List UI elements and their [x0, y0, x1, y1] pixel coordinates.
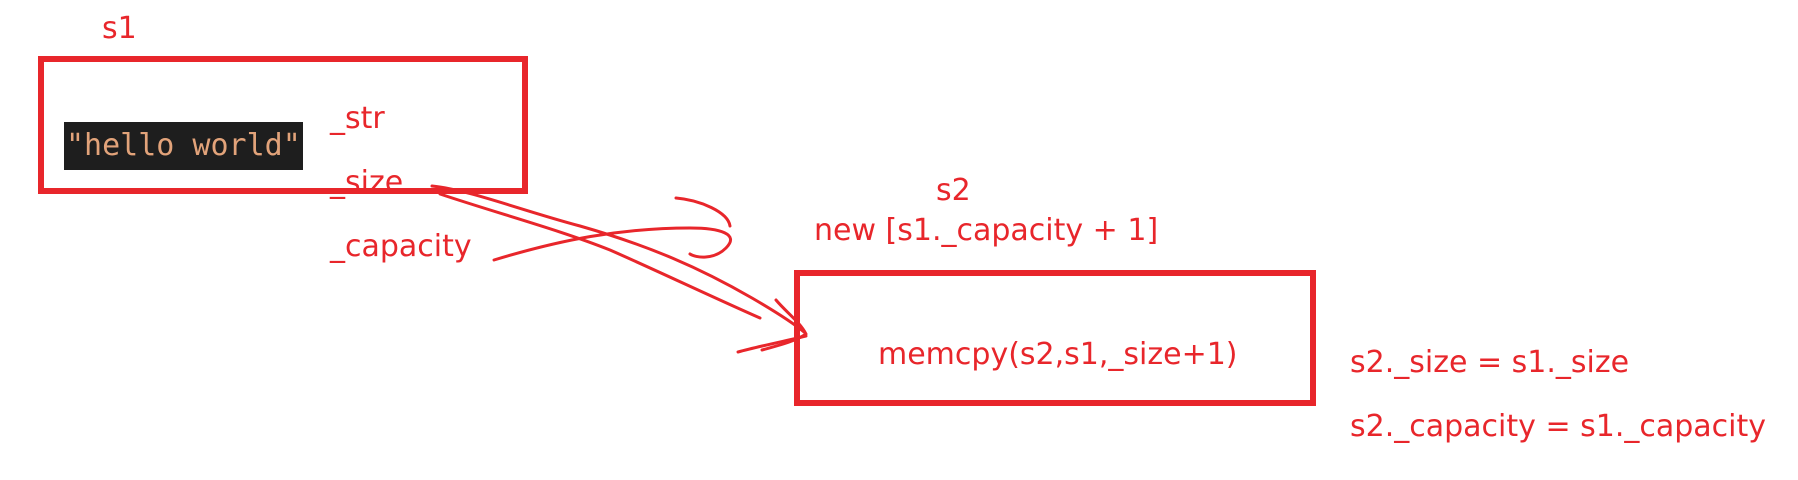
- s2-allocation-text: new [s1._capacity + 1]: [814, 213, 1159, 248]
- size-to-s2-arrow: [430, 184, 806, 334]
- s1-box: [38, 56, 528, 194]
- size-to-s2-arrow-stroke2: [438, 192, 762, 320]
- lower-arrow: [736, 334, 808, 354]
- assignment-size: s2._size = s1._size: [1350, 345, 1630, 380]
- capacity-to-s2-arrow: [492, 226, 732, 262]
- s2-label: s2: [936, 173, 971, 208]
- member-size: _size: [330, 165, 404, 200]
- assignment-capacity: s2._capacity = s1._capacity: [1350, 409, 1767, 444]
- s1-label: s1: [102, 11, 137, 46]
- member-str: _str: [330, 101, 385, 136]
- string-literal: "hello world": [64, 122, 303, 170]
- arrow-head-squiggle: [760, 298, 808, 352]
- member-capacity: _capacity: [330, 229, 472, 264]
- capacity-loop: [674, 196, 732, 228]
- memcpy-text: memcpy(s2,s1,_size+1): [878, 337, 1238, 372]
